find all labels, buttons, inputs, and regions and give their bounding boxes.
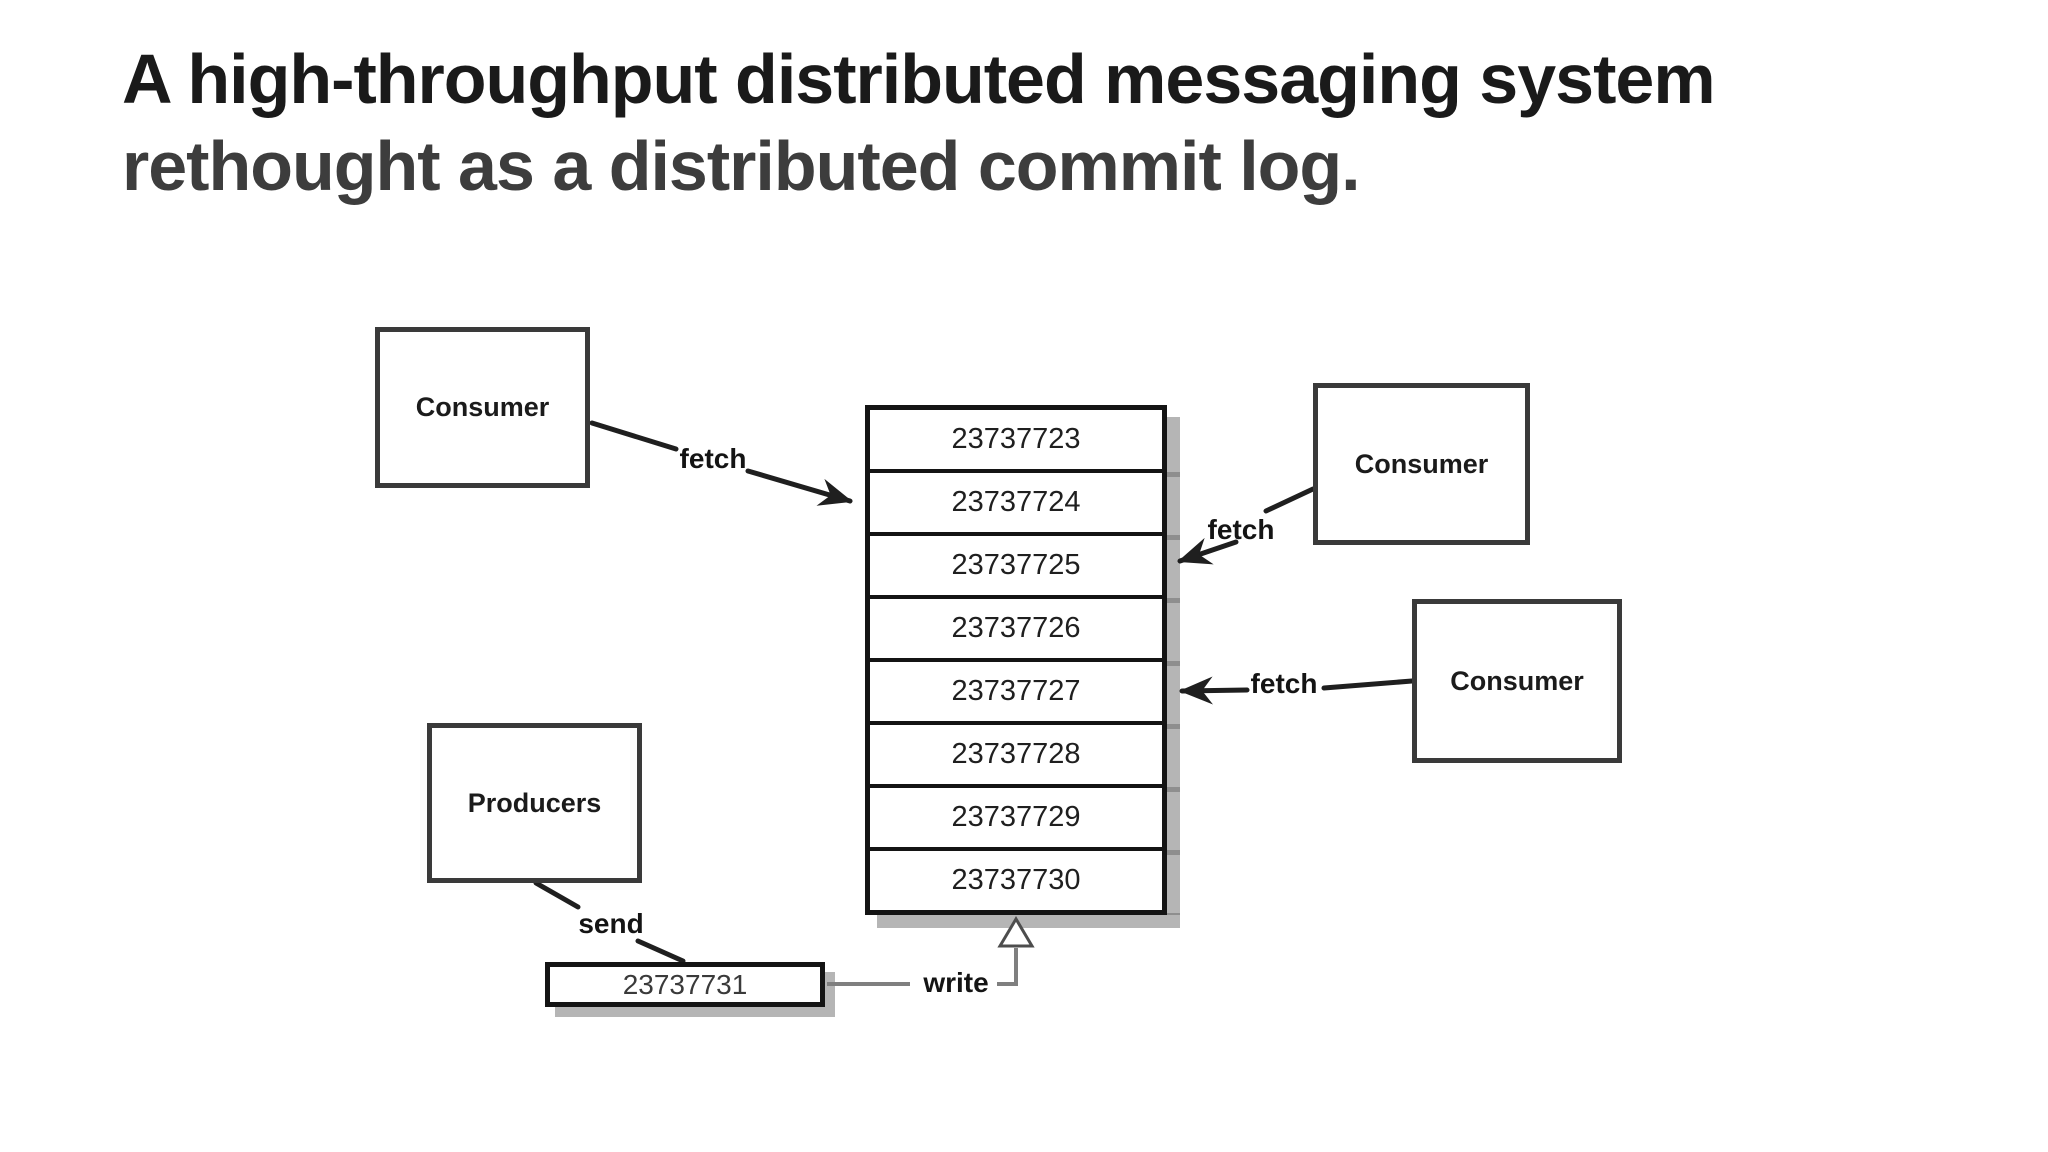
title-line-2: rethought as a distributed commit log.: [122, 127, 1361, 205]
edge-label-fetch-mid: fetch: [1207, 514, 1275, 545]
log-offset: 23737730: [951, 864, 1081, 896]
log-row: 23737730: [870, 851, 1162, 910]
incoming-message-value: 23737731: [622, 968, 748, 1000]
fetch-arrow-top: [589, 420, 853, 506]
incoming-message-box: 23737731: [545, 962, 825, 1007]
log-offset: 23737727: [951, 675, 1081, 707]
node-producers-label: Producers: [467, 787, 602, 818]
log-row: 23737729: [870, 788, 1162, 851]
log-row: 23737725: [870, 536, 1162, 599]
log-row: 23737723: [870, 410, 1162, 473]
log-shadow-bottom: [877, 915, 1180, 928]
log-offset: 23737729: [951, 801, 1081, 833]
slide-title: A high-throughput distributed messaging …: [122, 36, 1716, 210]
edge-label-send: send: [578, 908, 644, 939]
log-row: 23737727: [870, 662, 1162, 725]
log-offset: 23737725: [951, 549, 1081, 581]
send-line: [533, 880, 686, 964]
write-line: [827, 948, 1018, 986]
title-line-1: A high-throughput distributed messaging …: [122, 40, 1716, 118]
log-offset: 23737728: [951, 738, 1081, 770]
edge-label-fetch-top: fetch: [679, 443, 747, 474]
node-consumer-right-label: Consumer: [1450, 665, 1584, 696]
commit-log: 23737723 23737724 23737725 23737726 2373…: [865, 405, 1167, 915]
edge-label-write: write: [923, 967, 989, 998]
node-consumer-mid: Consumer: [1313, 383, 1530, 545]
fetch-arrow-right: [1179, 676, 1415, 705]
log-offset: 23737723: [951, 423, 1081, 455]
node-consumer-top: Consumer: [375, 327, 590, 488]
node-consumer-top-label: Consumer: [415, 392, 550, 422]
log-offset: 23737724: [951, 486, 1081, 518]
edge-label-fetch-right: fetch: [1250, 668, 1318, 699]
node-producers: Producers: [427, 723, 642, 883]
log-shadow-right: [1167, 417, 1180, 928]
log-offset: 23737726: [951, 612, 1081, 644]
write-arrowhead: [997, 916, 1035, 948]
node-consumer-mid-label: Consumer: [1354, 448, 1489, 479]
log-row: 23737726: [870, 599, 1162, 662]
fetch-arrow-mid: [1177, 486, 1316, 565]
node-consumer-right: Consumer: [1412, 599, 1622, 763]
log-row: 23737728: [870, 725, 1162, 788]
log-row: 23737724: [870, 473, 1162, 536]
